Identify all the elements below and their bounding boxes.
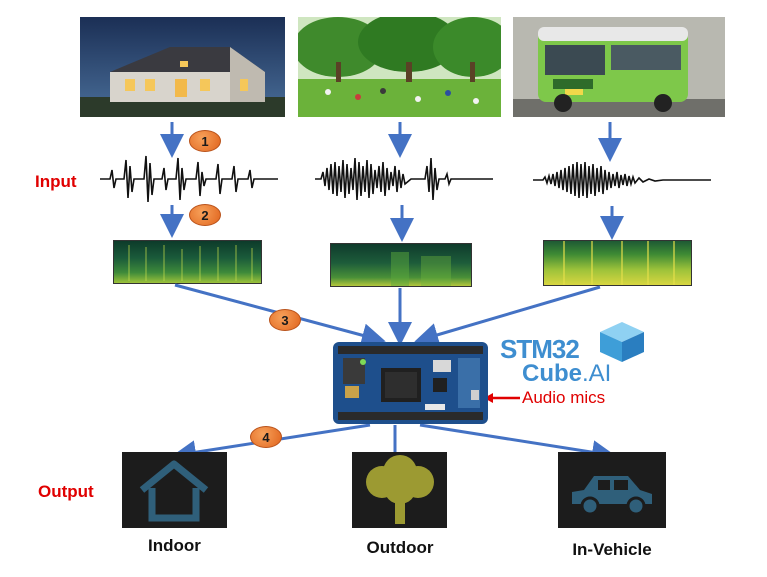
- spectrogram-vehicle: [543, 240, 692, 286]
- step-badge-1: 1: [189, 130, 221, 152]
- input-label: Input: [35, 172, 77, 191]
- logo-cube-word: Cube: [522, 360, 582, 387]
- spectrogram-indoor: [113, 240, 262, 284]
- vehicle-icon-box: [558, 452, 666, 528]
- waveform-indoor: [100, 155, 278, 203]
- spectrogram-outdoor: [330, 243, 472, 287]
- class-label-outdoor: Outdoor: [366, 538, 434, 557]
- tree-icon: [366, 455, 434, 524]
- indoor-icon-box: [122, 452, 227, 528]
- car-icon: [572, 476, 652, 516]
- step-badge-4: 4: [250, 426, 282, 448]
- stm32-board: [333, 342, 488, 424]
- logo-stm32-text: STM32: [500, 334, 580, 364]
- class-label-in-vehicle: In-Vehicle: [572, 540, 652, 559]
- audio-mics-label: Audio mics: [522, 388, 606, 407]
- class-label-indoor: Indoor: [148, 536, 201, 555]
- house-photo: [80, 17, 285, 117]
- logo-cube-text: Cube.AI: [522, 360, 611, 388]
- waveform-vehicle: [533, 161, 711, 199]
- output-label: Output: [38, 482, 94, 501]
- step-badge-2: 2: [189, 204, 221, 226]
- house-icon: [139, 460, 209, 522]
- logo-ai-suffix: .AI: [582, 360, 612, 387]
- step-badge-3: 3: [269, 309, 301, 331]
- bus-photo: [513, 17, 725, 117]
- stm32-cube-ai-logo: STM32 Cube.AI: [500, 320, 660, 388]
- outdoor-icon-box: [352, 452, 447, 528]
- park-photo: [298, 17, 501, 117]
- waveform-outdoor: [315, 157, 493, 201]
- cube-icon: [600, 322, 644, 362]
